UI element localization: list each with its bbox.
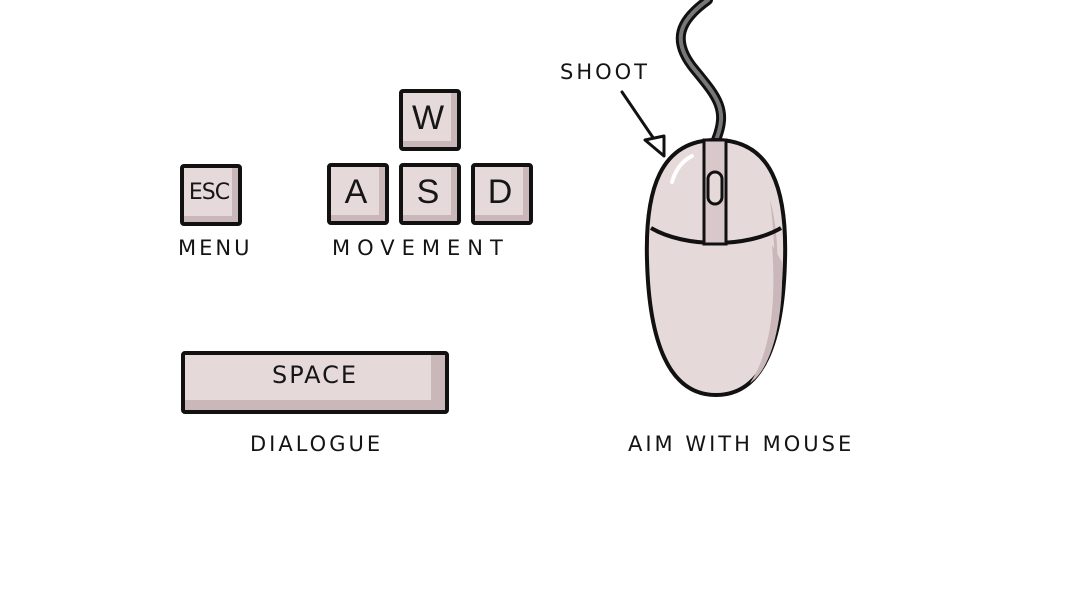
s-key-label: S [416,173,440,211]
space-key-label: SPACE [271,361,359,389]
space-key: SPACE [181,351,449,414]
shoot-label: SHOOT [560,60,651,84]
a-key-label: A [344,173,368,211]
esc-key-label: ESC [188,180,230,205]
aim-with-mouse-label: AIM WITH MOUSE [628,432,855,456]
a-key: A [327,163,389,225]
dialogue-label: DIALOGUE [250,432,384,456]
d-key: D [471,163,533,225]
movement-label: MOVEMENT [332,236,510,260]
w-key-label: W [411,99,445,137]
w-key: W [399,89,461,151]
esc-key: ESC [180,164,242,226]
d-key-label: D [487,173,513,211]
arrow-icon [620,90,666,158]
mouse-icon [644,0,788,398]
menu-label: MENU [178,236,253,260]
s-key: S [399,163,461,225]
